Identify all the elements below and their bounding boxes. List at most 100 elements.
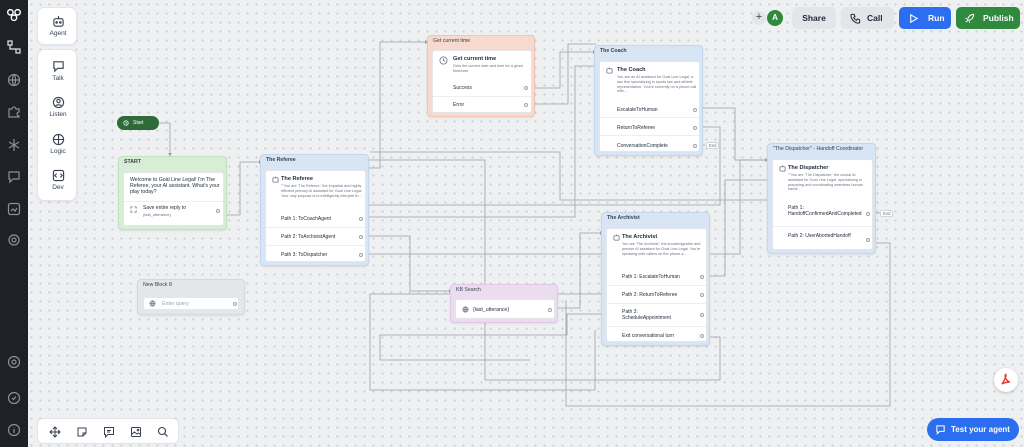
- palette-item-agent[interactable]: Agent: [38, 15, 78, 37]
- port-label: ConversationComplete: [617, 143, 668, 149]
- palette-item-listen[interactable]: Listen: [38, 96, 78, 118]
- node-title: The Referee: [281, 176, 314, 182]
- output-port[interactable]: [700, 293, 704, 297]
- workflow-icon[interactable]: [7, 40, 21, 54]
- output-port[interactable]: [359, 235, 363, 239]
- note-icon[interactable]: [76, 426, 88, 438]
- globe-icon: [149, 300, 156, 307]
- output-port[interactable]: [700, 334, 704, 338]
- output-port[interactable]: [548, 308, 552, 312]
- node-title: Get current time: [453, 56, 497, 62]
- separator: [124, 201, 223, 202]
- node-header: START: [124, 159, 141, 165]
- coach-card[interactable]: The Coach You are an AI assistant for Go…: [599, 61, 700, 152]
- output-port[interactable]: [359, 217, 363, 221]
- palette-item-dev[interactable]: Dev: [38, 169, 78, 191]
- start-node[interactable]: START Welcome to Goal Line Legal! I'm Th…: [118, 156, 227, 230]
- output-port[interactable]: [700, 313, 704, 317]
- referee-node[interactable]: The Referee The Referee ""You are 'The R…: [260, 154, 369, 266]
- settings-icon[interactable]: [7, 233, 21, 247]
- add-collaborator-button[interactable]: +: [752, 11, 766, 25]
- puzzle-icon[interactable]: [7, 105, 21, 119]
- kb-query-card[interactable]: {last_utterance}: [455, 299, 555, 319]
- integrations-icon[interactable]: [7, 138, 21, 152]
- agent-icon: [613, 234, 620, 241]
- output-port[interactable]: [693, 108, 697, 112]
- port-label: Path 2: ReturnToReferee: [622, 292, 678, 298]
- output-port[interactable]: [693, 144, 697, 148]
- archivist-card[interactable]: The Archivist You are 'The Archivist,' t…: [606, 228, 707, 342]
- image-icon[interactable]: [130, 426, 142, 438]
- new-block-node[interactable]: New Block 8 Enter query: [137, 279, 245, 315]
- agent-icon: [606, 67, 613, 74]
- node-header: New Block 8: [143, 282, 172, 288]
- output-port[interactable]: [866, 238, 870, 242]
- output-port[interactable]: [233, 302, 237, 306]
- run-label: Run: [928, 13, 945, 23]
- search-icon[interactable]: [157, 426, 169, 438]
- help-icon[interactable]: [7, 355, 21, 369]
- publish-button[interactable]: Publish: [956, 7, 1020, 29]
- output-port[interactable]: [524, 103, 528, 107]
- shield-icon[interactable]: [7, 391, 21, 405]
- info-icon[interactable]: [7, 423, 21, 437]
- comment-icon[interactable]: [103, 426, 115, 438]
- dispatcher-node[interactable]: "The Dispatcher" - Handoff Coordinator T…: [767, 143, 876, 254]
- end-chip[interactable]: End: [880, 210, 894, 217]
- referee-card[interactable]: The Referee ""You are 'The Referee,' the…: [265, 170, 366, 262]
- analytics-icon[interactable]: [7, 202, 21, 216]
- start-pill[interactable]: Start: [117, 116, 159, 130]
- port-label: Success: [453, 85, 472, 91]
- palette-item-talk[interactable]: Talk: [38, 60, 78, 82]
- share-label: Share: [802, 13, 826, 23]
- output-port[interactable]: [524, 86, 528, 90]
- palette-item-label: Logic: [50, 148, 66, 155]
- output-port[interactable]: [216, 209, 220, 213]
- wire-time-error: [525, 43, 596, 105]
- coach-node[interactable]: The Coach The Coach You are an AI assist…: [594, 45, 703, 156]
- test-agent-label: Test your agent: [951, 425, 1010, 434]
- app-logo-icon[interactable]: [5, 6, 23, 24]
- output-port[interactable]: [359, 253, 363, 257]
- archivist-node[interactable]: The Archivist The Archivist You are 'The…: [601, 212, 710, 346]
- test-agent-button[interactable]: Test your agent: [927, 418, 1019, 441]
- get-time-card[interactable]: Get current time Gets the current date a…: [432, 50, 532, 113]
- publish-label: Publish: [983, 13, 1014, 23]
- end-label: End: [883, 211, 891, 216]
- palette-item-logic[interactable]: Logic: [38, 133, 78, 155]
- get-time-node[interactable]: Get current time Get current time Gets t…: [427, 35, 535, 117]
- run-button[interactable]: Run: [899, 7, 951, 29]
- chat-icon[interactable]: [7, 170, 21, 184]
- node-description: You are 'The Archivist,' the knowledgeab…: [622, 242, 701, 256]
- port-label: Path 1: HandoffConfirmedAndCompleted: [788, 205, 862, 218]
- output-port[interactable]: [866, 212, 870, 216]
- port-label: Path 3: ScheduleAppointment: [622, 309, 671, 322]
- node-title: The Archivist: [622, 234, 658, 240]
- kb-search-node[interactable]: KB Search {last_utterance}: [450, 284, 558, 323]
- palette-agent: Agent: [37, 7, 77, 45]
- output-port[interactable]: [700, 275, 704, 279]
- wire-archivist-path1: [705, 179, 768, 277]
- palette-item-label: Agent: [49, 30, 67, 37]
- wire-dispatcher-return: [370, 151, 767, 201]
- dispatcher-card[interactable]: The Dispatcher ""You are 'The Dispatcher…: [772, 159, 873, 250]
- start-message-card[interactable]: Welcome to Goal Line Legal! I'm The Refe…: [123, 172, 224, 226]
- pdf-icon[interactable]: [994, 368, 1018, 392]
- wire-kb-to-archivist: [556, 232, 603, 309]
- port-label: ReturnToReferee: [617, 125, 656, 131]
- avatar[interactable]: A: [767, 10, 783, 26]
- query-input[interactable]: Enter query: [143, 297, 239, 310]
- end-chip[interactable]: End: [706, 142, 720, 149]
- globe-icon[interactable]: [7, 73, 21, 87]
- node-header: The Coach: [600, 48, 627, 54]
- node-title: The Dispatcher: [788, 165, 829, 171]
- arrange-icon[interactable]: [49, 426, 61, 438]
- logic-icon: [52, 133, 65, 146]
- call-button[interactable]: Call: [841, 7, 894, 29]
- code-icon: [52, 169, 65, 182]
- share-button[interactable]: Share: [792, 7, 836, 29]
- agent-icon: [779, 165, 786, 172]
- output-port[interactable]: [693, 126, 697, 130]
- path-label: Path 3: ToDispatcher: [281, 252, 328, 258]
